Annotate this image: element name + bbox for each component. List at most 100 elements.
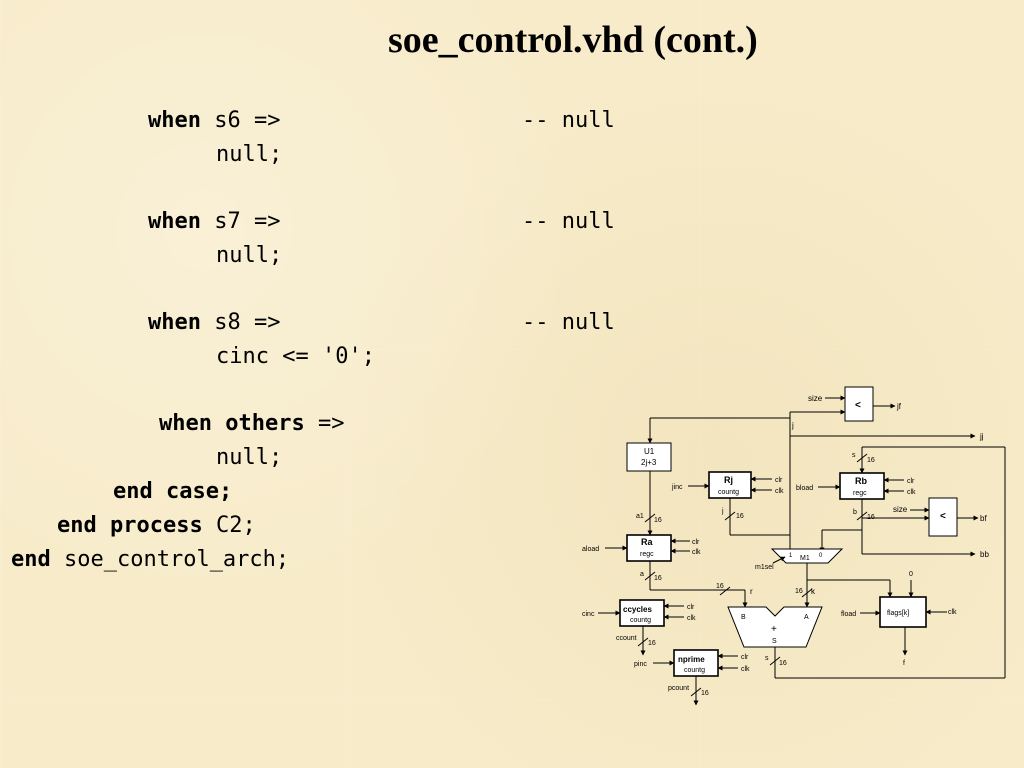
a1-label: a1 (636, 513, 644, 520)
code-line-8: null; (216, 445, 283, 470)
code-text: soe_control_arch; (50, 547, 290, 572)
m1-input-1: 1 (789, 553, 793, 559)
rj-clk: clk (775, 488, 784, 495)
nprime-type: countg (684, 667, 705, 674)
comparator-top (844, 386, 874, 422)
code-line-9: end case; (113, 479, 232, 504)
adder-output-s: S (772, 638, 777, 645)
u1-block (626, 442, 672, 472)
jinc-label: jinc (671, 484, 683, 491)
nprime-clk: clk (741, 666, 750, 673)
s-label-bottom: s (765, 655, 769, 662)
ra-clk: clk (692, 549, 701, 556)
code-text: s7 => (200, 209, 281, 234)
a-label: a (640, 571, 644, 578)
adder-plus: + (771, 624, 777, 635)
bus-width-a: 16 (654, 575, 662, 582)
size-label-mid: size (893, 505, 908, 514)
lt-symbol-top: < (855, 400, 861, 411)
bus-width-s-bottom: 16 (779, 660, 787, 667)
ra-clr: clr (692, 539, 700, 546)
code-text: C2; (202, 513, 256, 538)
keyword: end process (57, 513, 203, 538)
slide-title: soe_control.vhd (cont.) (388, 19, 758, 61)
keyword: end case; (113, 479, 233, 504)
nprime-label: nprime (678, 655, 705, 664)
ccycles-type: countg (630, 617, 651, 624)
code-line-10: end process C2; (57, 513, 256, 538)
code-text: s6 => (200, 108, 281, 133)
code-text: s8 => (200, 310, 281, 335)
flags-label: flags[k] (887, 610, 909, 617)
rb-clr: clr (907, 478, 915, 485)
u1-expression: 2j+3 (641, 458, 657, 467)
adder-input-b: B (741, 614, 746, 621)
keyword: when others (159, 411, 305, 436)
m1-label: M1 (800, 555, 810, 562)
bus-width-ccount: 16 (648, 640, 656, 647)
jj-label: jj (979, 432, 984, 441)
rb-label: Rb (855, 476, 867, 486)
j-label: j (791, 421, 794, 430)
aload-label: aload (582, 546, 599, 553)
keyword: when (148, 108, 201, 133)
cinc-label: cinc (582, 611, 595, 618)
ra-type: regc (640, 551, 654, 558)
adder-input-a: A (804, 614, 809, 621)
datapath-diagram: size < jf j jj U1 2j+3 Rj countg clr clk… (582, 386, 1006, 706)
rj-type: countg (718, 489, 739, 496)
rj-register (708, 471, 752, 499)
zero-label: 0 (909, 571, 913, 578)
rj-clr: clr (775, 477, 783, 484)
bus-width-j: 16 (736, 513, 744, 520)
code-line-2: null; (216, 142, 283, 167)
bus-width-r: 16 (716, 583, 724, 590)
bus-width-b: 16 (867, 514, 875, 521)
m1-input-0: 0 (819, 553, 823, 559)
ccount-label: ccount (616, 635, 637, 642)
rb-register (839, 472, 885, 500)
nprime-clr: clr (741, 654, 749, 661)
jf-label: jf (896, 402, 902, 411)
bus-width-pcount: 16 (701, 690, 709, 697)
size-label-top: size (808, 394, 823, 403)
flags-clk: clk (948, 609, 957, 616)
code-line-7: when others => (159, 411, 344, 436)
code-comment-5: -- null (522, 310, 615, 335)
r-label: r (750, 587, 753, 596)
code-text: => (304, 411, 345, 436)
adder (727, 606, 823, 648)
ccycles-counter (619, 599, 665, 627)
rb-type: regc (853, 490, 867, 497)
bus-width-s-top: 16 (867, 457, 875, 464)
code-line-4: null; (216, 243, 283, 268)
j-bus-label: j (721, 508, 724, 515)
rj-label: Rj (724, 475, 733, 485)
flags-register (879, 596, 927, 628)
bload-label: bload (796, 485, 813, 492)
b-label: b (853, 509, 857, 516)
fload-label: fload (841, 611, 856, 618)
keyword: end (11, 547, 51, 572)
nprime-counter (673, 649, 719, 677)
code-comment-1: -- null (522, 108, 615, 133)
lt-symbol-mid: < (940, 511, 946, 522)
bf-label: bf (980, 514, 987, 523)
code-line-11: end soe_control_arch; (11, 547, 289, 572)
keyword: when (148, 209, 201, 234)
bus-width-a1: 16 (654, 517, 662, 524)
u1-label: U1 (644, 447, 655, 456)
k-label: k (811, 587, 816, 596)
code-line-1: when s6 => (148, 108, 280, 133)
m1sel-label: m1sel (755, 564, 774, 571)
code-comment-3: -- null (522, 209, 615, 234)
ra-label: Ra (641, 537, 653, 547)
code-line-5: when s8 => (148, 310, 280, 335)
comparator-mid (928, 497, 958, 537)
pcount-label: pcount (668, 685, 689, 692)
s-label-top: s (852, 452, 856, 459)
f-label: f (903, 660, 905, 667)
pinc-label: pinc (634, 661, 647, 668)
ccycles-clr: clr (687, 604, 695, 611)
bb-label: bb (980, 550, 989, 559)
